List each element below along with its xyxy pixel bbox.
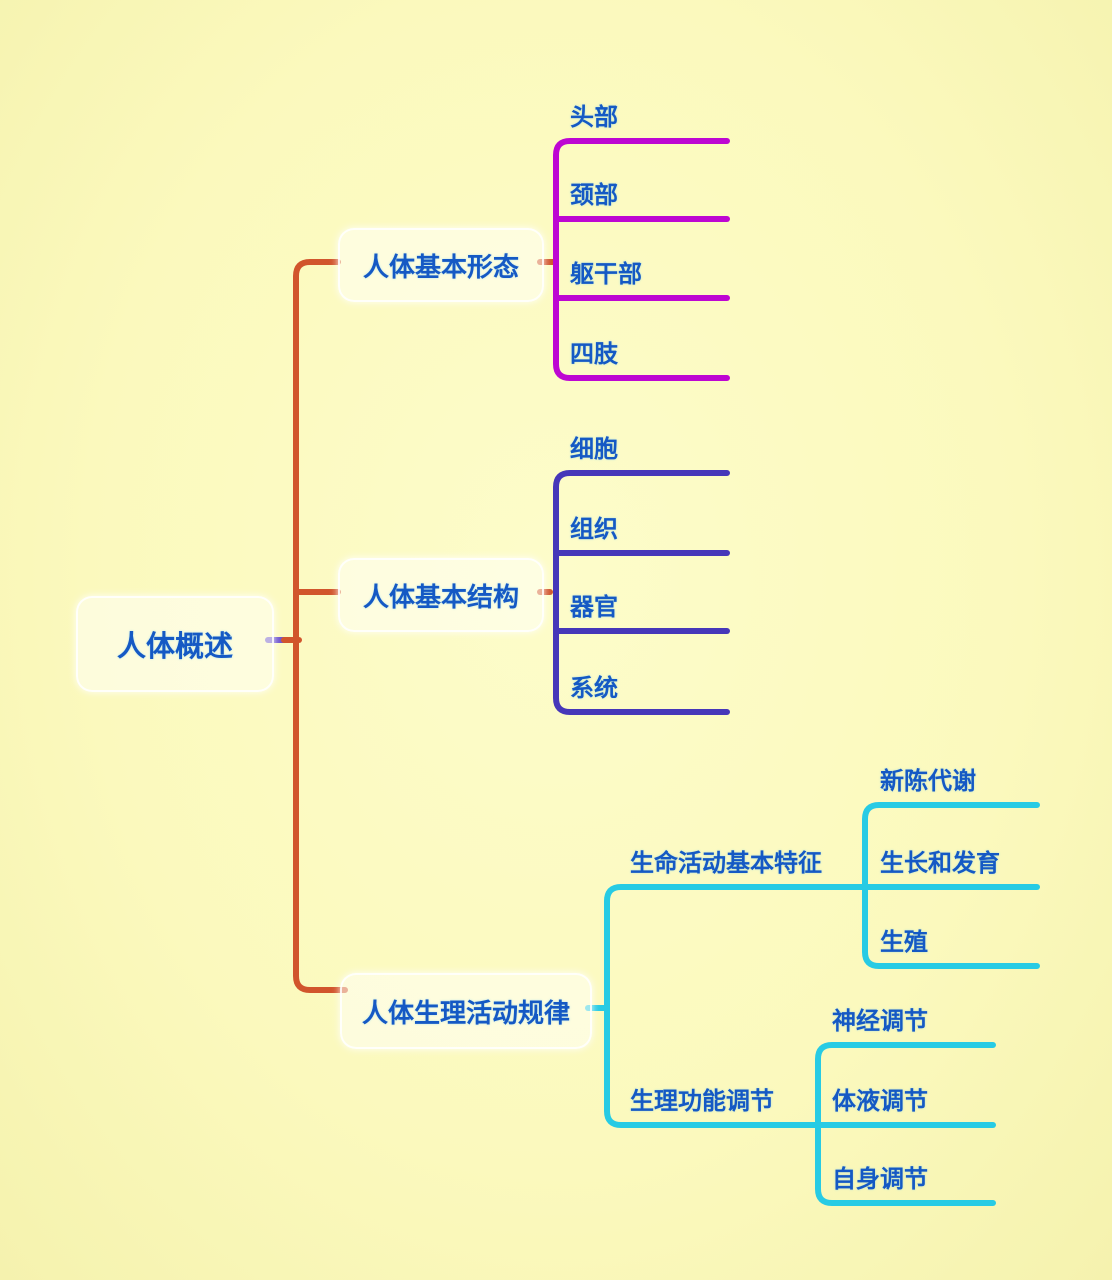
- root-node-label: 人体概述: [116, 631, 233, 663]
- leaf-self-regulation[interactable]: 自身调节: [832, 1166, 928, 1193]
- main-trunk-line: [293, 259, 348, 993]
- branch-node-basic-form[interactable]: 人体基本形态: [338, 228, 544, 302]
- leaf-neck[interactable]: 颈部: [570, 182, 618, 209]
- branch-form-trunk-line: [553, 138, 730, 381]
- leaf-humoral-regulation[interactable]: 体液调节: [832, 1088, 928, 1115]
- leaf-organ[interactable]: 器官: [570, 594, 618, 621]
- leaf-metabolism[interactable]: 新陈代谢: [880, 768, 976, 795]
- leaf-limbs[interactable]: 四肢: [570, 341, 618, 368]
- leaf-cell[interactable]: 细胞: [570, 436, 618, 463]
- leaf-system[interactable]: 系统: [570, 675, 618, 702]
- branch-physiology-subtrunk-line: [604, 884, 868, 1128]
- leaf-tissue[interactable]: 组织: [570, 516, 618, 543]
- leaf-reproduction[interactable]: 生殖: [880, 929, 928, 956]
- branch-node-basic-structure[interactable]: 人体基本结构: [338, 558, 544, 632]
- leaf-nervous-regulation[interactable]: 神经调节: [832, 1008, 928, 1035]
- node-life-features[interactable]: 生命活动基本特征: [630, 850, 822, 877]
- root-node[interactable]: 人体概述: [76, 596, 274, 692]
- branch-basic-structure-label: 人体基本结构: [362, 581, 519, 612]
- leaf-head[interactable]: 头部: [570, 104, 618, 131]
- node-function-regulation[interactable]: 生理功能调节: [630, 1088, 774, 1115]
- branch-basic-form-label: 人体基本形态: [362, 251, 519, 282]
- leaf-growth-development[interactable]: 生长和发育: [880, 850, 1000, 877]
- branch-structure-trunk-line: [553, 470, 730, 715]
- branch-node-physiology[interactable]: 人体生理活动规律: [340, 973, 592, 1049]
- leaf-torso[interactable]: 躯干部: [570, 261, 642, 288]
- branch-physiology-label: 人体生理活动规律: [361, 997, 570, 1028]
